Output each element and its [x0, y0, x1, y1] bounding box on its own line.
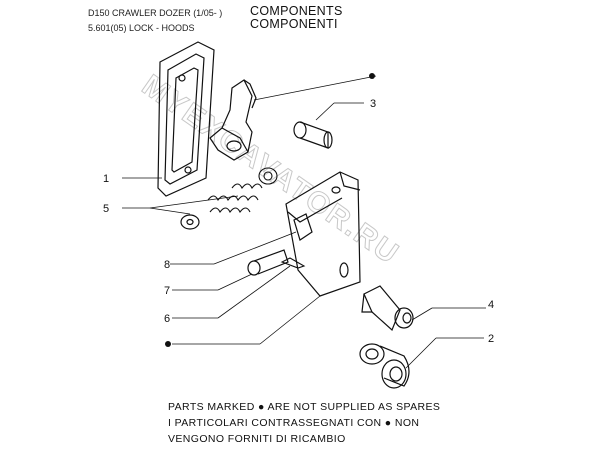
title-it: COMPONENTI [250, 17, 338, 31]
footer-note-en: PARTS MARKED ● ARE NOT SUPPLIED AS SPARE… [168, 401, 441, 413]
not-supplied-marker-hook [369, 73, 375, 79]
lock-frame-plate [157, 41, 215, 197]
section-label: 5.601(05) LOCK - HOODS [88, 23, 195, 33]
footer-note-it-2: VENGONO FORNITI DI RICAMBIO [168, 433, 346, 445]
split-pin [280, 257, 306, 269]
callout-2: 2 [488, 333, 494, 345]
watermark-text: MYEXCAVATOR.RU [136, 69, 405, 271]
not-supplied-marker-plate [165, 341, 171, 347]
striker-catch [359, 343, 410, 389]
lock-body-plate [285, 171, 361, 297]
callout-3: 3 [370, 98, 376, 110]
callout-1: 1 [103, 173, 109, 185]
pin [247, 249, 289, 276]
latch-hook [209, 79, 257, 161]
callout-8: 8 [164, 259, 170, 271]
footer-note-it-1: I PARTICOLARI CONTRASSEGNATI CON ● NON [168, 417, 420, 429]
washer [180, 214, 200, 230]
callout-6: 6 [164, 313, 170, 325]
callout-4: 4 [488, 299, 494, 311]
bolt [293, 121, 333, 149]
title-en: COMPONENTS [250, 4, 343, 18]
callout-7: 7 [164, 285, 170, 297]
callout-5: 5 [103, 203, 109, 215]
leader-lines [122, 75, 486, 369]
model-label: D150 CRAWLER DOZER (1/05- ) [88, 8, 223, 18]
striker-stud [361, 285, 414, 332]
